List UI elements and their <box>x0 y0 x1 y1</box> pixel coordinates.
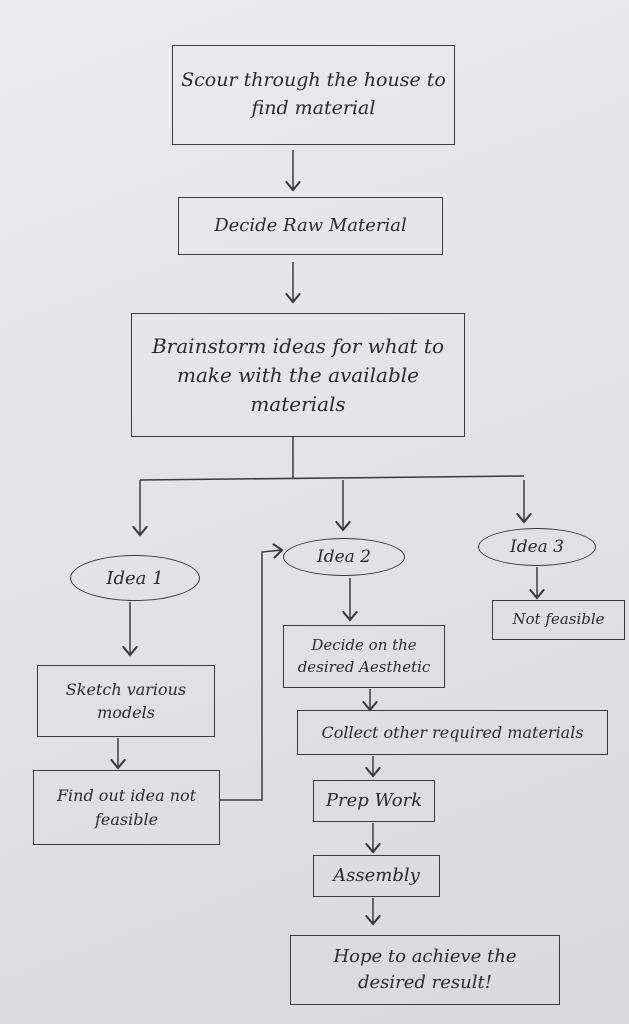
step-not-feasible: Not feasible <box>492 600 625 640</box>
step-sketch-models: Sketch various models <box>37 665 215 737</box>
step-decide-raw-material: Decide Raw Material <box>178 197 443 255</box>
step-scour: Scour through the house to find material <box>172 45 455 145</box>
idea-2: Idea 2 <box>283 538 405 576</box>
step-brainstorm: Brainstorm ideas for what to make with t… <box>131 313 465 437</box>
step-find-not-feasible: Find out idea not feasible <box>33 770 220 845</box>
idea-1: Idea 1 <box>70 555 200 601</box>
step-hope-result: Hope to achieve the desired result! <box>290 935 560 1005</box>
step-prep-work: Prep Work <box>313 780 435 822</box>
idea-3: Idea 3 <box>478 528 596 566</box>
arrow <box>220 550 282 801</box>
step-collect-materials: Collect other required materials <box>297 710 608 755</box>
step-decide-aesthetic: Decide on the desired Aesthetic <box>283 625 445 688</box>
step-assembly: Assembly <box>313 855 440 897</box>
